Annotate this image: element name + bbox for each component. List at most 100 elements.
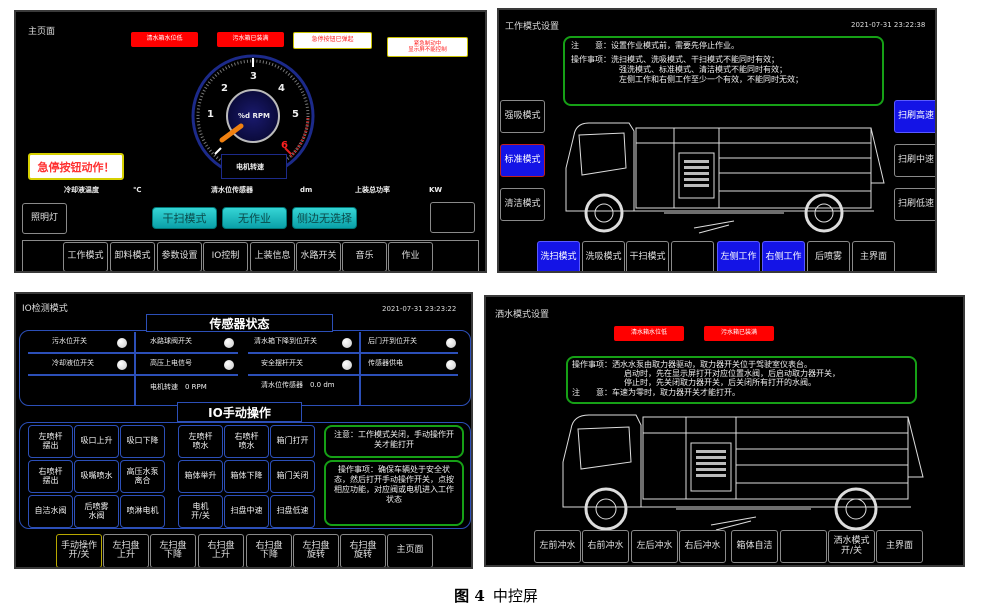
suction-down-button[interactable]: 吸口下降 [120, 425, 165, 458]
left-disc-rotate-button[interactable]: 左扫盘 旋转 [293, 534, 339, 567]
sensor-label: 污水位开关 [52, 337, 87, 345]
sensor-led [224, 338, 234, 348]
nozzle-spray-button[interactable]: 吸嘴喷水 [74, 460, 119, 493]
sensor-label: 冷却液位开关 [52, 359, 94, 367]
brush-high-speed-button[interactable]: 扫刷高速 [894, 100, 935, 133]
left-spray-bar-out-button[interactable]: 左喷杆 摆出 [28, 425, 73, 458]
manual-operation-title: IO手动操作 [177, 402, 302, 422]
sensor-label: 清水箱下降到位开关 [254, 337, 317, 345]
total-power-unit: KW [429, 186, 443, 194]
motor-toggle-button[interactable]: 电机 开/关 [178, 495, 223, 528]
note-line: 左侧工作和右侧工作至少一个有效，不能同时无效； [619, 75, 803, 84]
nav-io-control[interactable]: IO控制 [203, 242, 248, 271]
blank-button[interactable] [671, 241, 714, 271]
left-rear-flush-button[interactable]: 左后冲水 [631, 530, 678, 563]
nav-params[interactable]: 参数设置 [157, 242, 202, 271]
box-lower-button[interactable]: 箱体下降 [224, 460, 269, 493]
right-spray-bar-out-button[interactable]: 右喷杆 摆出 [28, 460, 73, 493]
suction-up-button[interactable]: 吸口上升 [74, 425, 119, 458]
gauge-center-rpm: %d RPM [238, 112, 270, 120]
divider [28, 374, 238, 376]
note-line: 启动时，先在显示屏打开对应位置水阀，后启动取力器开关， [624, 369, 840, 379]
disc-low-speed-button[interactable]: 扫盘低速 [270, 495, 315, 528]
blank-right-button[interactable] [430, 202, 475, 233]
gauge-label-box [221, 154, 287, 179]
nav-water-switch[interactable]: 水路开关 [296, 242, 341, 271]
strong-suction-mode-button[interactable]: 强吸模式 [500, 100, 545, 133]
no-work-status-button[interactable]: 无作业 [222, 207, 287, 229]
box-self-clean-button[interactable]: 箱体自洁 [731, 530, 778, 563]
sprinkler-mode-toggle-button[interactable]: 洒水模式 开/关 [828, 530, 875, 563]
rear-spray-button[interactable]: 后喷雾 [807, 241, 850, 271]
clean-mode-button[interactable]: 清洁模式 [500, 188, 545, 221]
nav-bar [22, 240, 479, 271]
note-line: 注 意：车速为零时，取力器开关才能打开。 [572, 387, 740, 397]
io-mode-screen: IO检测模式 2021-07-31 23:23:22 传感器状态 污水位开关 水… [14, 292, 473, 569]
right-disc-down-button[interactable]: 右扫盘 下降 [246, 534, 292, 567]
rear-spray-valve-button[interactable]: 后喷雾 水阀 [74, 495, 119, 528]
alert-clean-water-low: 清水箱水位低 [614, 326, 684, 341]
sensor-label: 高压上电信号 [150, 359, 192, 367]
disc-mid-speed-button[interactable]: 扫盘中速 [224, 495, 269, 528]
box-door-close-button[interactable]: 箱门关闭 [270, 460, 315, 493]
right-front-flush-button[interactable]: 右前冲水 [582, 530, 629, 563]
dry-sweep-status-button[interactable]: 干扫模式 [152, 207, 217, 229]
sensor-led [117, 338, 127, 348]
nav-work-mode[interactable]: 工作模式 [63, 242, 108, 271]
nav-upper-info[interactable]: 上装信息 [250, 242, 295, 271]
standard-mode-button[interactable]: 标准模式 [500, 144, 545, 177]
brush-mid-speed-button[interactable]: 扫刷中速 [894, 144, 935, 177]
side-none-status-button[interactable]: 侧边无选择 [292, 207, 357, 229]
main-screen-button[interactable]: 主界面 [852, 241, 895, 271]
left-disc-down-button[interactable]: 左扫盘 下降 [150, 534, 196, 567]
page-title: IO检测模式 [22, 304, 68, 314]
left-front-flush-button[interactable]: 左前冲水 [534, 530, 581, 563]
note-line: 操作事项：洒水水泵由取力器驱动，取力器开关位于驾驶室仪表台。 [572, 360, 812, 369]
dry-sweep-mode-button[interactable]: 干扫模式 [626, 241, 669, 271]
sweeper-truck-diagram [562, 414, 924, 531]
io-note-attention: 注意：工作模式关闭，手动操作开关才能打开 [324, 425, 464, 458]
estop-warning: 急停按钮动作！ [28, 153, 124, 180]
work-mode-note: 注 意：设置作业模式前，需要先停止作业。 操作事项：洗扫模式、洗吸模式、干扫模式… [563, 36, 884, 106]
nav-work[interactable]: 作业 [388, 242, 433, 271]
wash-sweep-mode-button[interactable]: 洗扫模式 [537, 241, 580, 271]
wash-suction-mode-button[interactable]: 洗吸模式 [582, 241, 625, 271]
sensor-led [446, 338, 456, 348]
right-disc-rotate-button[interactable]: 右扫盘 旋转 [340, 534, 386, 567]
sensor-led [342, 338, 352, 348]
alert-estop-released: 急停按钮已弹起 [293, 32, 372, 49]
divider [248, 374, 458, 376]
shower-motor-button[interactable]: 喷淋电机 [120, 495, 165, 528]
right-rear-flush-button[interactable]: 右后冲水 [679, 530, 726, 563]
sweeper-truck-diagram [565, 122, 885, 234]
hp-pump-clutch-button[interactable]: 高压水泵 离合 [120, 460, 165, 493]
main-screen-button[interactable]: 主界面 [876, 530, 923, 563]
lighting-button[interactable]: 照明灯 [22, 203, 67, 234]
datetime: 2021-07-31 23:22:38 [851, 21, 926, 29]
sensor-status-title: 传感器状态 [146, 314, 333, 332]
self-clean-valve-button[interactable]: 自洁水阀 [28, 495, 73, 528]
sensor-led [117, 360, 127, 370]
right-disc-up-button[interactable]: 右扫盘 上升 [198, 534, 244, 567]
nav-music[interactable]: 音乐 [342, 242, 387, 271]
note-line: 操作事项：洗扫模式、洗吸模式、干扫模式不能同时有效； [571, 55, 779, 64]
brush-low-speed-button[interactable]: 扫刷低速 [894, 188, 935, 221]
main-page-button[interactable]: 主页面 [387, 534, 433, 567]
left-side-work-button[interactable]: 左侧工作 [717, 241, 760, 271]
blank-button[interactable] [780, 530, 827, 563]
datetime: 2021-07-31 23:23:22 [382, 305, 457, 313]
box-lift-button[interactable]: 箱体举升 [178, 460, 223, 493]
manual-operation-frame [19, 422, 471, 529]
right-spray-bar-water-button[interactable]: 右喷杆 喷水 [224, 425, 269, 458]
sensor-led [342, 360, 352, 370]
gauge-tick-1: 1 [207, 109, 214, 120]
nav-unload-mode[interactable]: 卸料模式 [110, 242, 155, 271]
right-side-work-button[interactable]: 右侧工作 [762, 241, 805, 271]
box-door-open-button[interactable]: 箱门打开 [270, 425, 315, 458]
io-note-procedure: 操作事项：确保车辆处于安全状态，然后打开手动操作开关，点按相应功能，对应阀或电机… [324, 460, 464, 526]
left-spray-bar-water-button[interactable]: 左喷杆 喷水 [178, 425, 223, 458]
left-disc-up-button[interactable]: 左扫盘 上升 [103, 534, 149, 567]
page-title: 洒水模式设置 [495, 310, 550, 320]
manual-op-toggle-button[interactable]: 手动操作 开/关 [56, 534, 102, 567]
